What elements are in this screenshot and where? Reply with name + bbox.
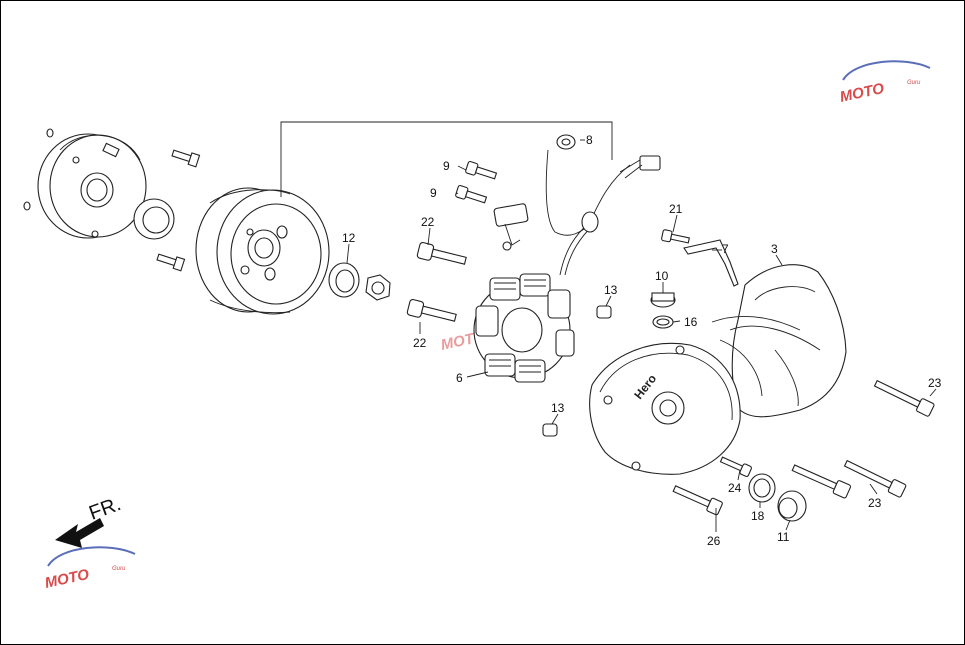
callout-10: 10	[655, 269, 669, 283]
ring-18	[748, 473, 776, 503]
bolt-small-lower	[156, 253, 186, 272]
leader-lines	[346, 139, 937, 532]
callout-6: 6	[456, 371, 463, 385]
bolt-22-lower	[406, 299, 457, 322]
callout-22-upper: 22	[421, 215, 435, 229]
callout-12: 12	[342, 231, 356, 245]
callout-13-lower: 13	[551, 401, 565, 415]
screw-9-lower	[455, 184, 488, 204]
flywheel-rotor	[195, 187, 330, 315]
callout-labels: 8 9 9 22 12 22 6 13 10 16 21 7 3 13 23 2…	[342, 133, 942, 548]
watermark-subtext: Guru	[112, 566, 126, 572]
bolt-23-top	[873, 379, 935, 417]
callout-22-lower: 22	[413, 336, 427, 350]
bolt-23-lower	[791, 464, 852, 499]
callout-9-lower: 9	[430, 186, 437, 200]
cap-10	[650, 292, 676, 308]
assembly-bracket-line	[280, 121, 613, 197]
watermark-text: MOTO	[43, 566, 91, 592]
callout-13-upper: 13	[604, 283, 618, 297]
bolt-26	[672, 485, 723, 516]
o-ring-16	[652, 315, 674, 329]
watermark-text: MOTO	[838, 80, 886, 106]
watermark-top-right: MOTO Guru	[838, 60, 931, 106]
callout-23-lower: 23	[868, 496, 882, 510]
collar-13-lower	[542, 423, 558, 437]
bolt-small-upper	[171, 149, 201, 168]
callout-8: 8	[586, 133, 593, 147]
bolt-23-middle	[843, 459, 907, 498]
grommet-8	[556, 134, 576, 150]
stator-assembly	[473, 273, 575, 383]
oil-seal	[133, 198, 175, 240]
direction-label: FR.	[86, 493, 124, 525]
wire-harness	[545, 149, 661, 276]
watermark-bottom-left: MOTO Guru	[43, 546, 136, 592]
bolt-21	[661, 229, 690, 244]
washer-12	[328, 262, 360, 298]
bolt-22-upper	[416, 242, 467, 265]
callout-18: 18	[751, 509, 765, 523]
collar-13-upper	[596, 305, 612, 319]
generator-cover: Hero	[589, 342, 741, 475]
callout-21: 21	[669, 202, 683, 216]
plug-11	[777, 490, 807, 522]
callout-26: 26	[707, 534, 721, 548]
callout-23-right: 23	[928, 376, 942, 390]
watermark-subtext: Guru	[907, 80, 921, 86]
bolt-24	[719, 456, 752, 477]
flange-nut	[365, 274, 391, 301]
callout-9-upper: 9	[443, 159, 450, 173]
clamp-7	[683, 239, 739, 287]
pickup-coil	[493, 203, 529, 251]
callout-7: 7	[722, 242, 729, 256]
screw-9-upper	[465, 160, 498, 180]
callout-16: 16	[684, 315, 698, 329]
pulley-disc	[23, 128, 147, 239]
callout-24: 24	[728, 481, 742, 495]
front-direction-arrow: FR.	[55, 493, 124, 548]
callout-11: 11	[777, 530, 790, 544]
callout-3: 3	[771, 242, 778, 256]
